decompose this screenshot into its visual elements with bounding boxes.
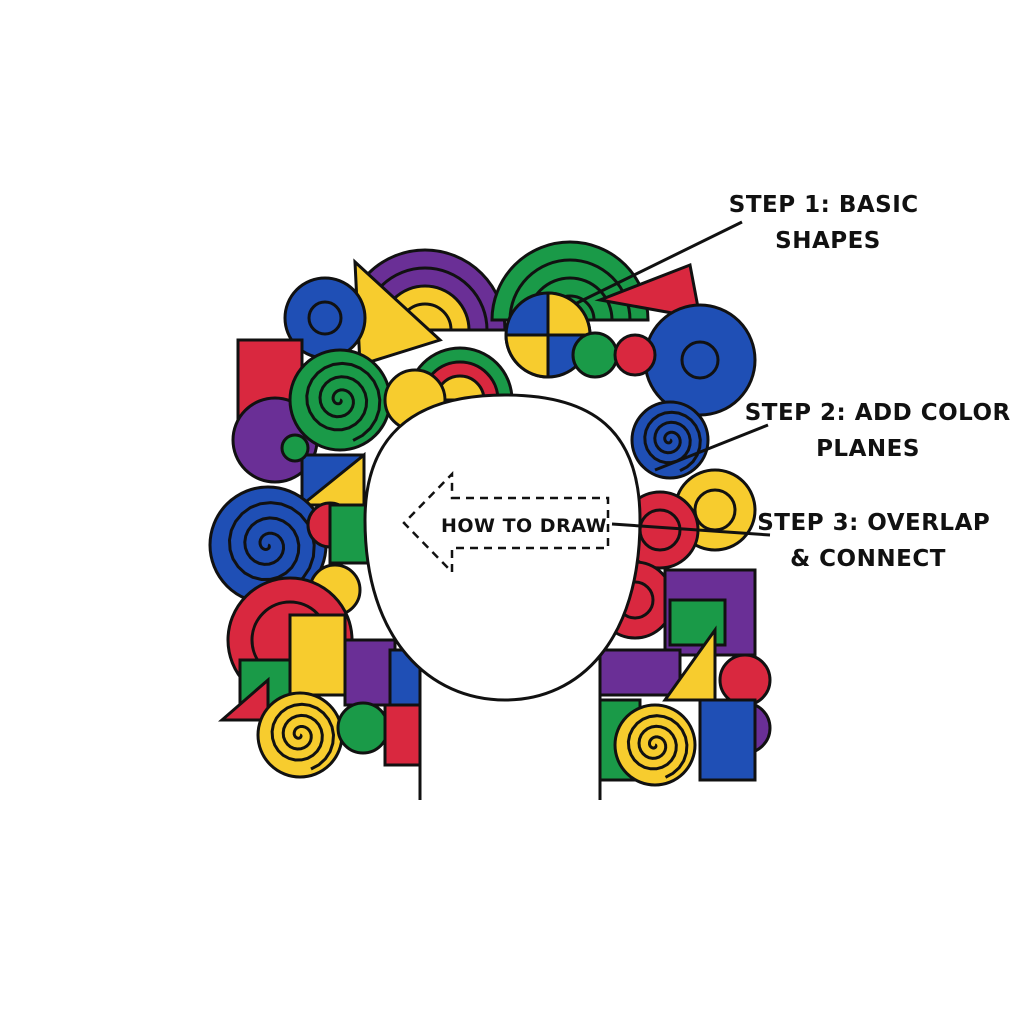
hair-quarter	[504, 333, 550, 379]
hair-spiral	[305, 361, 382, 442]
step-1-pointer	[574, 220, 743, 306]
step-3-pointer	[611, 522, 771, 537]
hair-block	[383, 703, 422, 767]
hair-ring	[680, 340, 720, 380]
hair-circle	[280, 433, 310, 463]
hair-spiral	[227, 501, 316, 594]
hair-block	[668, 598, 727, 647]
step-1-label: STEP 1: BASIC SHAPES	[729, 192, 927, 254]
step-2-line-2: PLANES	[816, 436, 920, 462]
step-3-line-2: & CONNECT	[790, 546, 946, 572]
hair-quarter	[546, 291, 592, 337]
hair-ring	[307, 300, 343, 336]
hair-block	[698, 698, 757, 782]
hair-block	[598, 648, 682, 697]
dashed-arrow-icon	[402, 470, 610, 576]
hair-triangle	[662, 625, 717, 702]
hair-triangle	[594, 262, 702, 320]
hair-block	[288, 613, 347, 697]
step-2-label: STEP 2: ADD COLOR PLANES	[745, 400, 1020, 462]
hair-circle	[571, 331, 619, 379]
step-3-line-1: STEP 3: OVERLAP	[757, 510, 990, 536]
step-2-pointer	[654, 423, 769, 472]
hair-circle	[613, 333, 657, 377]
step-1-line-1: STEP 1: BASIC	[729, 192, 919, 218]
hair-circle	[643, 303, 757, 417]
hair-triangle	[217, 676, 270, 722]
step-2-line-1: STEP 2: ADD COLOR	[745, 400, 1011, 426]
step-1-line-2: SHAPES	[775, 228, 881, 254]
hair-spiral	[270, 702, 336, 771]
center-label: HOW TO DRAW	[441, 515, 607, 537]
hair-circle	[718, 653, 772, 707]
hair-circle	[336, 701, 390, 755]
hair-spiral	[626, 714, 689, 779]
step-3-label: STEP 3: OVERLAP & CONNECT	[757, 510, 999, 572]
hair-block	[343, 638, 397, 707]
hair-spiral	[643, 410, 702, 473]
